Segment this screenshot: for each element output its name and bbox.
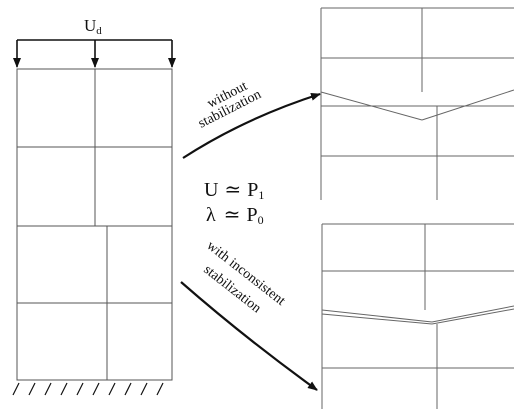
arrow-without-stabilization [182, 92, 321, 159]
space-relation-lambda: λ≃P0 [206, 204, 264, 227]
deformed-mesh-without-stabilization [320, 7, 514, 200]
space-relation-u: U≃P1 [204, 179, 264, 202]
load-label: Ud [84, 16, 102, 37]
load-arrows [13, 39, 176, 68]
left-mesh [16, 68, 173, 381]
arrow-with-inconsistent-stabilization [180, 281, 318, 391]
deformed-mesh-with-inconsistent-stabilization [321, 223, 514, 409]
fixed-support-hatching [12, 382, 164, 396]
